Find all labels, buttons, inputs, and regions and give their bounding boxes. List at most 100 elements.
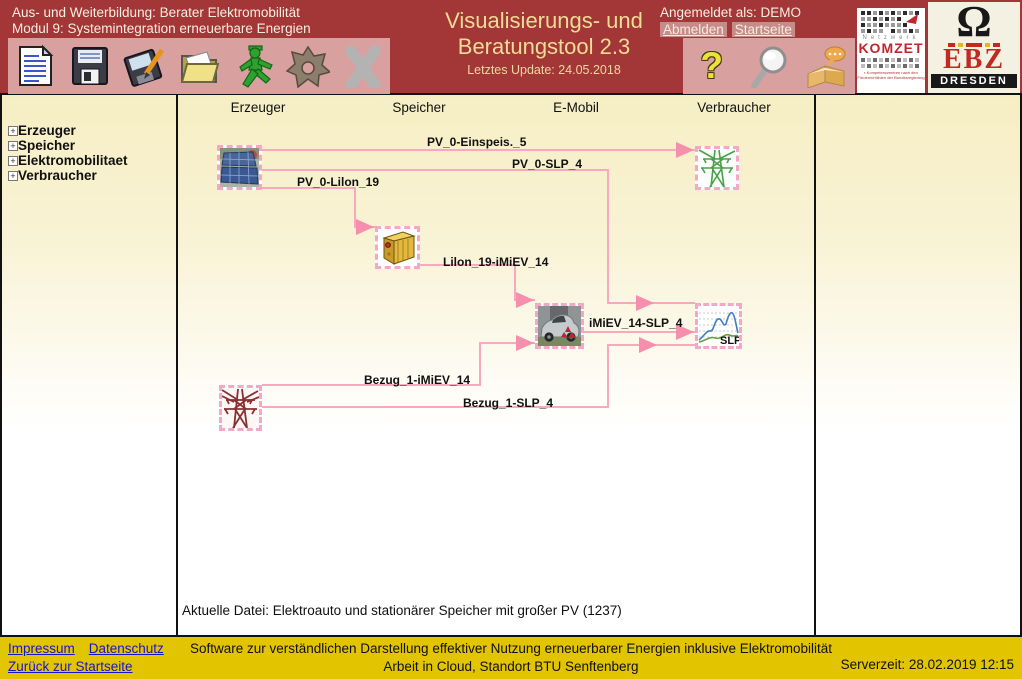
help-button[interactable]: ?: [688, 42, 736, 90]
node-pv[interactable]: [217, 145, 262, 190]
ebz-dashes: [928, 43, 1020, 47]
logout-link[interactable]: Abmelden: [660, 22, 727, 37]
komzet-network-text: Netzwerk: [862, 35, 920, 41]
node-imiev[interactable]: [535, 303, 584, 349]
komzet-name-text: KOMZET: [858, 40, 924, 56]
sidebar-item-erzeuger[interactable]: +Erzeuger: [8, 123, 170, 138]
sidebar-item-elektromobilitaet[interactable]: +Elektromobilitaet: [8, 153, 170, 168]
connection-label[interactable]: iMiEV_14-SLP_4: [589, 316, 683, 330]
node-einspeisung[interactable]: [695, 146, 739, 190]
connection-line: [262, 149, 695, 151]
main-area: +Erzeuger +Speicher +Elektromobilitaet +…: [0, 95, 1022, 635]
connection-label[interactable]: PV_0-Lilon_19: [297, 175, 380, 189]
connection-line: [262, 384, 481, 386]
ebz-name-text: EBZ: [942, 44, 1006, 75]
tree-label: Speicher: [18, 138, 76, 153]
connection-label[interactable]: Bezug_1-SLP_4: [463, 396, 554, 410]
run-button[interactable]: [230, 42, 278, 90]
connection-line: [262, 406, 609, 408]
magnifier-icon: [750, 46, 787, 88]
grid-supply-pylon-red-icon: [222, 388, 259, 428]
column-header-verbraucher: Verbraucher: [697, 100, 771, 115]
connection-line: [514, 264, 516, 301]
ebz-logo: Ω EBZ DRESDEN: [928, 2, 1020, 93]
node-slp[interactable]: SLP: [695, 303, 742, 349]
connection-label[interactable]: PV_0-SLP_4: [512, 157, 583, 171]
diagram-canvas[interactable]: Erzeuger Speicher E-Mobil Verbraucher PV…: [178, 95, 816, 635]
connection-label[interactable]: Lilon_19-iMiEV_14: [443, 255, 549, 269]
arrow-icon: [636, 295, 654, 311]
electric-car-icon: [538, 306, 581, 346]
expand-icon[interactable]: +: [8, 141, 18, 151]
course-line2: Modul 9: Systemintegration erneuerbare E…: [12, 21, 311, 36]
komzet-pixel-grid2: [861, 58, 919, 68]
arrow-icon: [676, 142, 694, 158]
footer-description-line1: Software zur verständlichen Darstellung …: [189, 641, 833, 656]
settings-button[interactable]: [284, 42, 332, 90]
save-as-button[interactable]: [120, 42, 168, 90]
arrow-icon: [676, 324, 694, 340]
connection-line: [584, 331, 695, 333]
arrow-icon: [516, 292, 534, 308]
save-as-icon: [124, 48, 165, 87]
sidebar-item-verbraucher[interactable]: +Verbraucher: [8, 168, 170, 183]
column-header-emobil: E-Mobil: [553, 100, 599, 115]
tree-label: Elektromobilitaet: [18, 153, 128, 168]
ebz-city-text: DRESDEN: [931, 74, 1017, 88]
new-document-button[interactable]: [11, 42, 59, 90]
footer: Impressum Datenschutz Zurück zur Startsei…: [0, 635, 1022, 679]
connection-line: [262, 187, 356, 189]
header: Aus- und Weiterbildung: Berater Elektrom…: [0, 0, 1022, 95]
footer-links: Impressum Datenschutz Zurück zur Startsei…: [8, 640, 178, 676]
arrow-icon: [639, 337, 657, 353]
connection-line: [607, 169, 609, 304]
title-line2: Beratungstool 2.3: [457, 34, 631, 59]
solar-panel-icon: [220, 148, 259, 187]
load-profile-chart-icon: SLP: [698, 306, 739, 346]
tree-label: Erzeuger: [18, 123, 76, 138]
toolbar-right: ?: [683, 38, 855, 94]
lithium-ion-battery-icon: [378, 229, 417, 266]
zurueck-startseite-link[interactable]: Zurück zur Startseite: [8, 659, 133, 674]
footer-description-line2: Arbeit in Cloud, Standort BTU Senftenber…: [383, 659, 639, 674]
right-panel: [816, 95, 1020, 635]
impressum-link[interactable]: Impressum: [8, 641, 75, 656]
connection-label[interactable]: PV_0-Einspeis._5: [427, 135, 527, 149]
datenschutz-link[interactable]: Datenschutz: [88, 641, 164, 656]
arrow-icon: [516, 335, 534, 351]
title-line1: Visualisierungs- und: [445, 8, 643, 33]
expand-icon[interactable]: +: [8, 156, 18, 166]
server-time: Serverzeit: 28.02.2019 12:15: [840, 657, 1014, 672]
sidebar-item-speicher[interactable]: +Speicher: [8, 138, 170, 153]
open-folder-icon: [180, 51, 220, 83]
connection-line: [607, 344, 609, 408]
node-lilon-speicher[interactable]: [375, 226, 420, 269]
gear-icon: [286, 45, 331, 88]
expand-icon[interactable]: +: [8, 126, 18, 136]
column-header-speicher: Speicher: [392, 100, 446, 115]
startseite-link[interactable]: Startseite: [731, 22, 795, 37]
current-file-status: Aktuelle Datei: Elektroauto und stationä…: [182, 603, 622, 618]
komzet-logo: Netzwerk KOMZET ▪ Kompetenzzentren nach …: [857, 8, 925, 93]
green-walking-man-icon: [238, 45, 273, 88]
expand-icon[interactable]: +: [8, 171, 18, 181]
ebz-omega-symbol: Ω: [956, 2, 992, 46]
slp-node-label: SLP: [720, 335, 739, 346]
close-x-icon: [345, 45, 381, 88]
connection-label[interactable]: Bezug_1-iMiEV_14: [364, 373, 471, 387]
save-button[interactable]: [66, 42, 114, 90]
node-bezug[interactable]: [219, 385, 262, 431]
open-button[interactable]: [175, 42, 223, 90]
close-button-disabled: [339, 42, 387, 90]
connection-line: [262, 169, 609, 171]
glossary-button[interactable]: [802, 42, 850, 90]
zoom-button[interactable]: [745, 42, 793, 90]
toolbar-left: [8, 38, 390, 94]
connection-line: [479, 342, 481, 386]
connection-line: [479, 342, 535, 344]
connection-line: [420, 264, 516, 266]
question-mark-icon: ?: [700, 45, 723, 86]
column-header-erzeuger: Erzeuger: [230, 100, 286, 115]
last-update: Letztes Update: 24.05.2018: [467, 63, 621, 77]
